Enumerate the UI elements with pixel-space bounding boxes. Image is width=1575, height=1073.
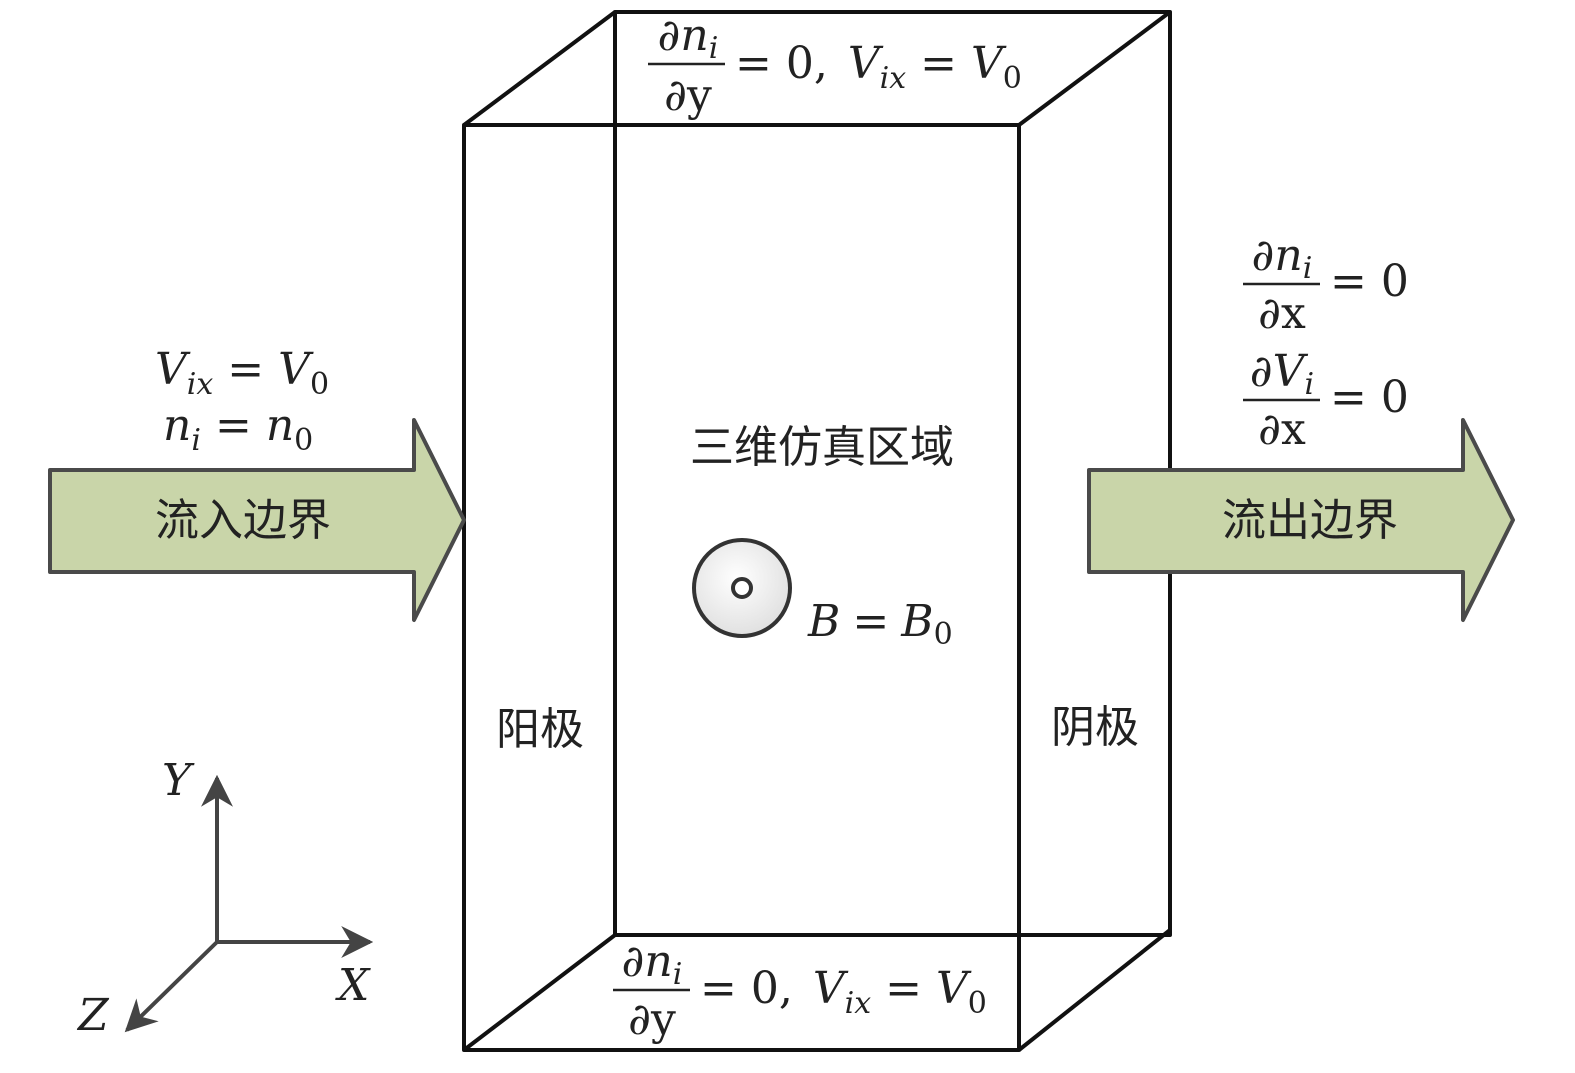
inflow-label: 流入边界 <box>155 495 331 546</box>
bottom-boundary-equation: ∂ni ∂y = 0,Vix=V0 <box>613 936 987 1045</box>
outflow-arrow-shape <box>1087 418 1515 622</box>
inflow-arrow-shape <box>48 418 466 622</box>
box-edge-bottom-left <box>462 933 617 1052</box>
svg-text:∂x: ∂x <box>1258 404 1306 455</box>
y-axis-label: Y <box>162 755 195 806</box>
svg-text:∂Vi: ∂Vi <box>1250 346 1314 402</box>
outflow-arrow: 流出边界 <box>1087 418 1515 622</box>
region-label: 三维仿真区域 <box>690 422 954 473</box>
svg-text:∂y: ∂y <box>664 70 712 121</box>
magnetic-field-symbol <box>692 538 792 638</box>
z-axis-arrow <box>124 940 219 1033</box>
svg-text:∂ni: ∂ni <box>622 936 683 992</box>
inflow-density-equation: ni=n0 <box>163 400 313 458</box>
coordinate-axes <box>124 774 374 1033</box>
cathode-label: 阴极 <box>1051 702 1139 753</box>
box-back-face <box>613 10 1172 937</box>
simulation-box <box>462 10 1172 1052</box>
box-edge-top-right <box>1017 10 1172 127</box>
outflow-label: 流出边界 <box>1222 495 1398 546</box>
outflow-dv-equation: ∂Vi ∂x = 0 <box>1243 346 1409 455</box>
svg-text:= 0: = 0 <box>1330 256 1409 307</box>
svg-text:= 0,Vix=V0: = 0,Vix=V0 <box>700 963 987 1021</box>
inflow-velocity-equation: Vix=V0 <box>155 344 329 402</box>
box-edge-bottom-right <box>1017 928 1172 1052</box>
box-front-face <box>462 123 1021 1052</box>
top-boundary-equation: ∂ni ∂y = 0,Vix=V0 <box>648 10 1022 121</box>
outflow-dn-equation: ∂ni ∂x = 0 <box>1243 230 1409 339</box>
magnetic-field-dot-icon <box>731 577 753 599</box>
x-axis-label: X <box>335 960 371 1011</box>
svg-text:= 0: = 0 <box>1330 372 1409 423</box>
z-axis-label: Z <box>76 990 110 1041</box>
svg-text:∂ni: ∂ni <box>658 10 719 66</box>
box-edge-top-left <box>462 10 617 127</box>
svg-text:∂y: ∂y <box>628 994 676 1045</box>
anode-label: 阳极 <box>496 704 584 755</box>
magnetic-field-equation: B=B0 <box>807 596 953 652</box>
svg-text:= 0,Vix=V0: = 0,Vix=V0 <box>735 38 1022 96</box>
svg-text:∂x: ∂x <box>1258 288 1306 339</box>
svg-text:∂ni: ∂ni <box>1252 230 1313 286</box>
inflow-arrow: 流入边界 <box>48 418 466 622</box>
